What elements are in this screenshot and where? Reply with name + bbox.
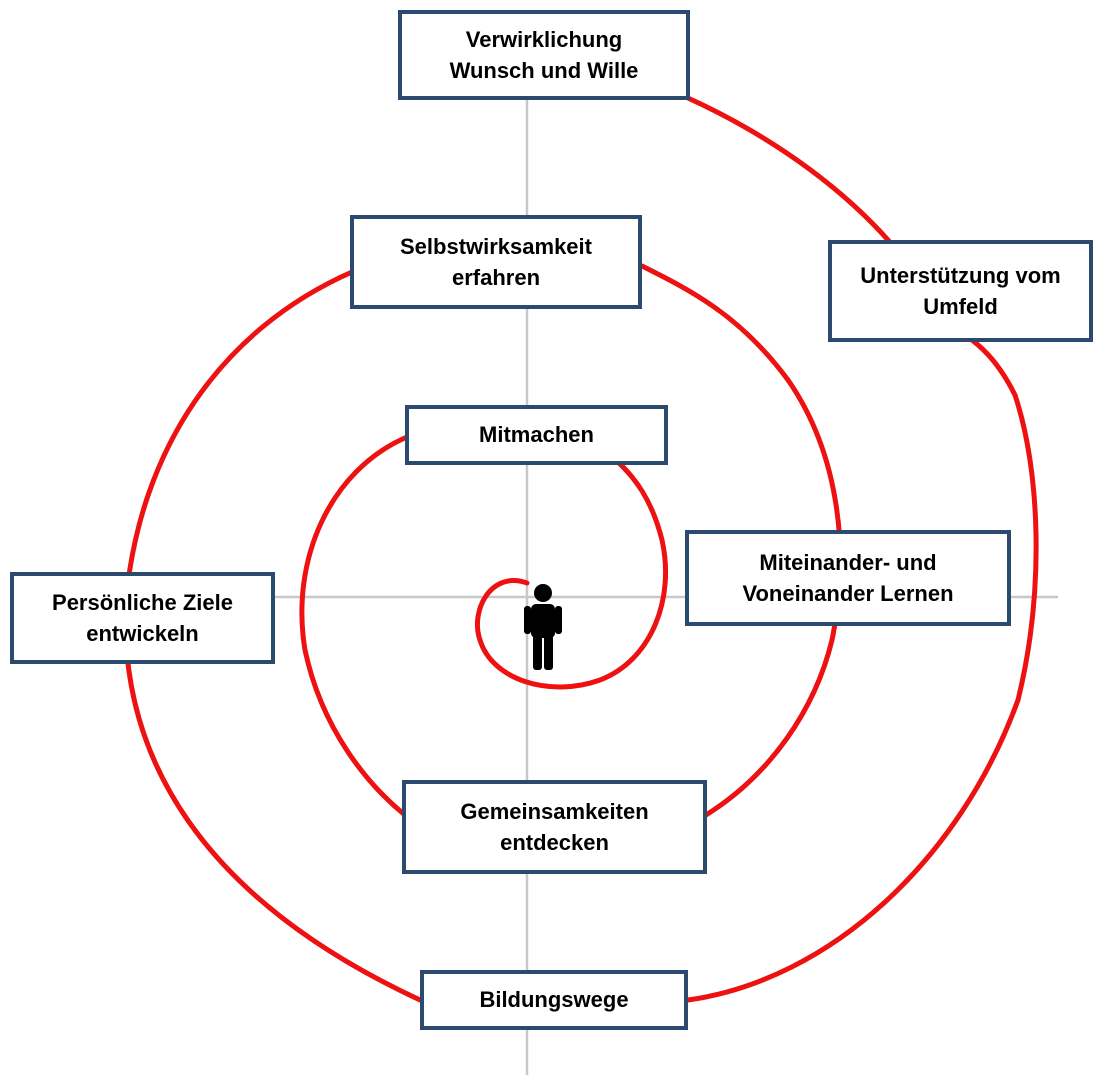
stage-bildungswege: Bildungswege bbox=[420, 970, 688, 1030]
stage-persoenliche-ziele-label: Persönliche Ziele entwickeln bbox=[52, 589, 233, 646]
stage-gemeinsamkeiten: Gemeinsamkeiten entdecken bbox=[402, 780, 707, 874]
stage-gemeinsamkeiten-label: Gemeinsamkeiten entdecken bbox=[460, 798, 649, 855]
stage-persoenliche-ziele: Persönliche Ziele entwickeln bbox=[10, 572, 275, 664]
stage-miteinander-label: Miteinander- und Voneinander Lernen bbox=[742, 549, 954, 606]
stage-selbstwirksamkeit: Selbstwirksamkeit erfahren bbox=[350, 215, 642, 309]
stage-verwirklichung-label: Verwirklichung Wunsch und Wille bbox=[449, 26, 639, 83]
stage-unterstuetzung: Unterstützung vom Umfeld bbox=[828, 240, 1093, 342]
stage-selbstwirksamkeit-label: Selbstwirksamkeit erfahren bbox=[400, 233, 592, 290]
stage-bildungswege-label: Bildungswege bbox=[479, 987, 629, 1013]
stage-unterstuetzung-label: Unterstützung vom Umfeld bbox=[860, 262, 1061, 319]
stage-mitmachen: Mitmachen bbox=[405, 405, 668, 465]
stage-mitmachen-label: Mitmachen bbox=[479, 422, 594, 448]
stage-miteinander: Miteinander- und Voneinander Lernen bbox=[685, 530, 1011, 626]
person-icon bbox=[524, 584, 562, 670]
stage-verwirklichung: Verwirklichung Wunsch und Wille bbox=[398, 10, 690, 100]
